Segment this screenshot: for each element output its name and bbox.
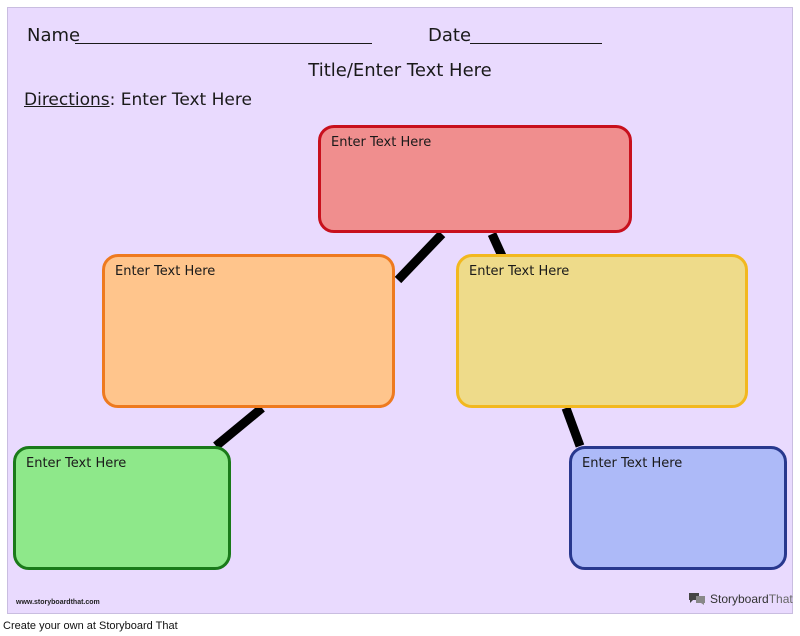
box-bottom-left[interactable]: Enter Text Here xyxy=(13,446,231,570)
box-middle-left-text: Enter Text Here xyxy=(115,264,216,279)
storyboard-that-logo-icon xyxy=(689,593,705,605)
date-label: Date xyxy=(428,25,472,46)
box-middle-left[interactable]: Enter Text Here xyxy=(102,254,395,408)
box-middle-right[interactable]: Enter Text Here xyxy=(456,254,748,408)
brand-suffix: That xyxy=(768,592,793,606)
box-bottom-right-text: Enter Text Here xyxy=(582,456,683,471)
footer-url[interactable]: www.storyboardthat.com xyxy=(16,599,100,606)
brand-name: Storyboard xyxy=(710,592,769,606)
box-top-text: Enter Text Here xyxy=(331,135,432,150)
box-top[interactable]: Enter Text Here xyxy=(318,125,632,233)
name-field[interactable] xyxy=(75,43,372,44)
directions-text: : Enter Text Here xyxy=(109,90,252,110)
name-label: Name xyxy=(27,25,81,46)
footer-caption[interactable]: Create your own at Storyboard That xyxy=(3,620,178,632)
box-bottom-left-text: Enter Text Here xyxy=(26,456,127,471)
directions[interactable]: Directions: Enter Text Here xyxy=(24,90,252,110)
directions-label: Directions xyxy=(24,90,110,110)
box-bottom-right[interactable]: Enter Text Here xyxy=(569,446,787,570)
box-middle-right-text: Enter Text Here xyxy=(469,264,570,279)
date-field[interactable] xyxy=(470,43,602,44)
brand-logo[interactable]: StoryboardThat xyxy=(688,592,793,606)
worksheet-title[interactable]: Title/Enter Text Here xyxy=(308,60,492,81)
